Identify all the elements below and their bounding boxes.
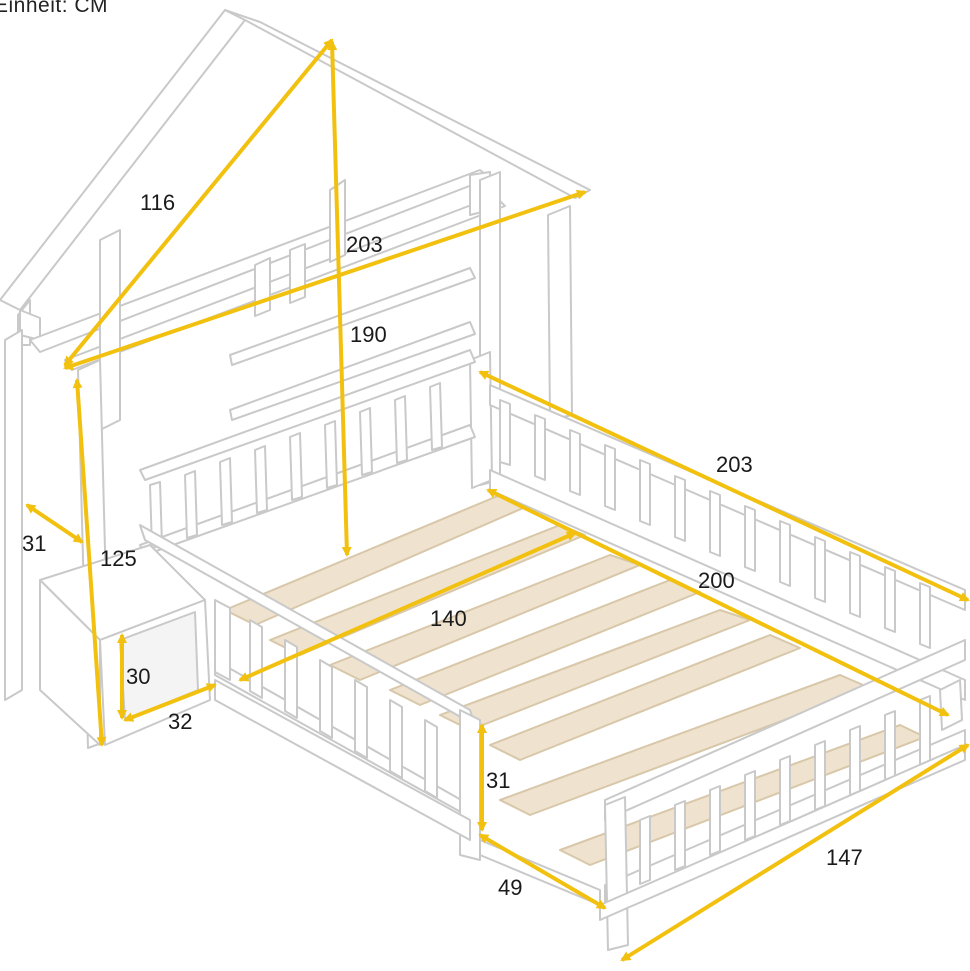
label-shelf-width: 32 <box>168 709 192 734</box>
label-gap-width: 49 <box>498 875 522 900</box>
unit-label: Einheit: CM <box>0 0 109 17</box>
arrow-overall-width <box>620 743 970 962</box>
arrow-post-height <box>72 378 107 747</box>
label-overall-width: 147 <box>826 845 863 870</box>
arrow-overall-length-top <box>63 189 587 371</box>
label-post-height: 125 <box>100 546 137 571</box>
dimension-labels: 116 203 190 203 200 140 31 125 30 32 31 … <box>22 190 863 900</box>
label-rail-length: 203 <box>716 452 753 477</box>
label-rail-height: 31 <box>486 768 510 793</box>
label-overall-height: 190 <box>350 322 387 347</box>
arrow-overall-height <box>327 40 352 557</box>
label-shelf-height: 30 <box>126 664 150 689</box>
dimension-arrows <box>25 38 970 962</box>
arrow-rail-length <box>478 370 970 602</box>
arrow-inner-length <box>486 488 950 717</box>
label-overall-length-top: 203 <box>346 232 383 257</box>
label-inner-length: 200 <box>698 568 735 593</box>
label-shelf-depth: 31 <box>22 531 46 556</box>
arrow-inner-width <box>238 531 577 682</box>
arrow-shelf-width <box>123 683 217 722</box>
label-inner-width: 140 <box>430 606 467 631</box>
label-roof-slope: 116 <box>140 190 175 215</box>
arrow-gap-width <box>478 833 607 910</box>
